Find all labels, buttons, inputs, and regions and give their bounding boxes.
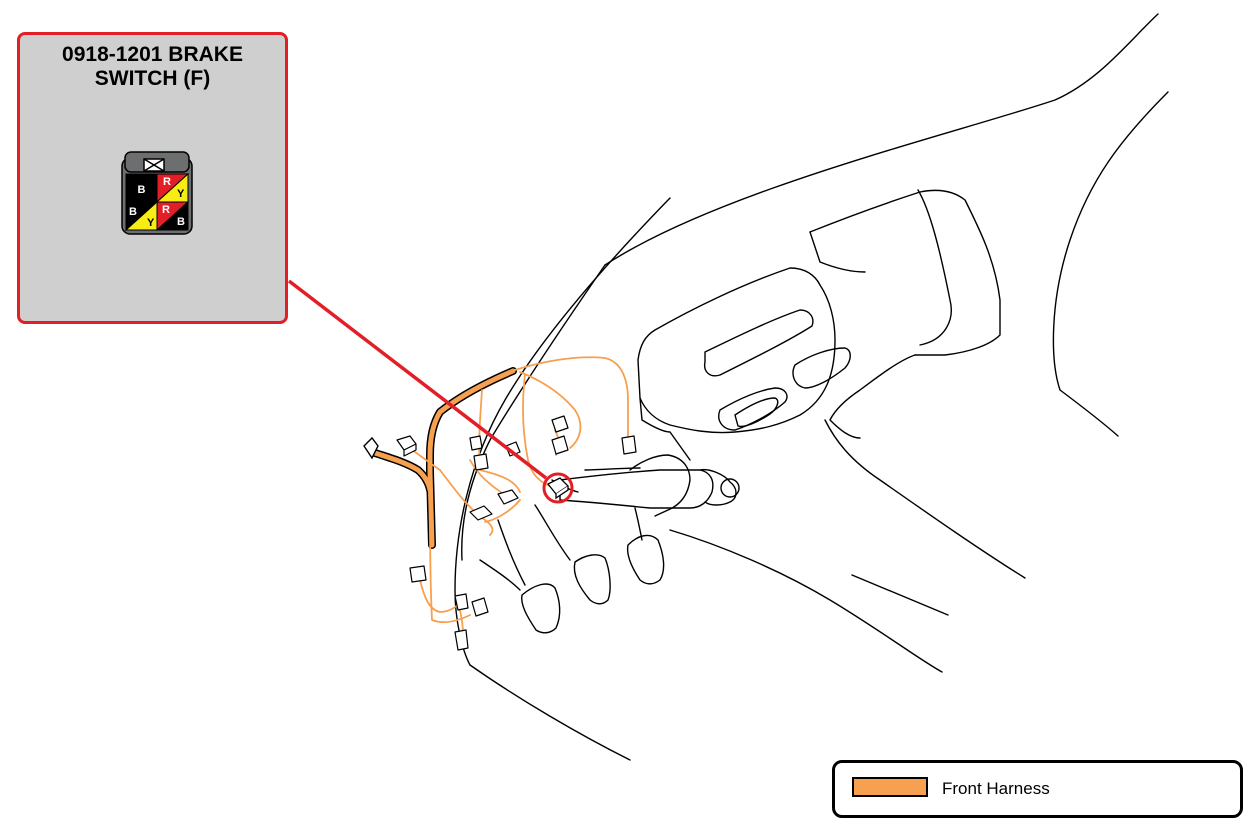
connector-3 (505, 441, 521, 457)
front-harness-label: Front Harness (942, 779, 1050, 798)
connector-pin-7 (155, 200, 189, 231)
dash-step (809, 231, 866, 273)
dash-base (824, 419, 1026, 579)
harness-branch (369, 449, 433, 493)
harness-wire-1 (514, 356, 629, 441)
dash-upper (809, 189, 1001, 356)
callout-title-line2: SWITCH (F) (94, 67, 211, 90)
connector-pin-label-2: R (163, 176, 171, 188)
connector-13 (454, 629, 469, 651)
brake-pedal-arm (534, 504, 571, 561)
callout-title-line1: 0918-1201 BRAKE (62, 43, 243, 66)
connector-pin-label-6: R (162, 204, 170, 216)
harness-wire-9 (479, 469, 521, 493)
connector-pin-label-5: Y (147, 217, 155, 229)
cluster-inner-1 (703, 309, 814, 377)
connector-6 (551, 435, 569, 455)
connector-2 (469, 435, 483, 451)
pedal-bracket (479, 559, 521, 591)
brake-switch-highlight (542, 472, 574, 504)
legend: Front Harness (832, 760, 1243, 818)
column-mount (629, 454, 691, 517)
steering-column (559, 469, 714, 509)
clutch-pedal-arm (497, 519, 526, 586)
harness-wire-2 (519, 371, 582, 449)
floor-line (851, 574, 949, 616)
connector-12 (471, 597, 489, 617)
harness-grommet (363, 436, 379, 460)
connector-pin-label-4: B (129, 206, 137, 218)
connector-7 (621, 435, 637, 455)
kick-panel-curve (461, 264, 606, 561)
accelerator-arm (634, 507, 643, 541)
front-harness-swatch (852, 777, 928, 797)
connector-11 (454, 593, 469, 611)
connector-4 (473, 453, 489, 471)
dash-edge (639, 397, 691, 461)
windshield-outline (604, 13, 1159, 266)
connector-pin-label-1: B (138, 184, 146, 196)
accelerator-pedal (626, 534, 665, 585)
harness-wire-6 (429, 504, 471, 623)
harness-wire-10 (484, 499, 521, 523)
column-knob (720, 478, 740, 498)
column-support (584, 467, 641, 471)
connector-pin-label-3: Y (177, 188, 185, 200)
cluster-housing (637, 267, 836, 434)
clutch-pedal (521, 583, 561, 634)
cluster-gauge (734, 397, 779, 428)
dash-lower (829, 354, 916, 439)
dash-lower-arc (669, 529, 943, 673)
connector-5 (551, 415, 569, 433)
cluster-inner-2 (718, 387, 788, 431)
steering-column-end (699, 468, 737, 506)
windshield-inner (1052, 91, 1169, 437)
kick-panel-edge (454, 197, 671, 761)
callout-leader-line (287, 279, 548, 480)
callout-title: 0918-1201 BRAKE SWITCH (F) (20, 43, 285, 91)
connector-1 (396, 435, 417, 457)
harness-trunk (427, 368, 516, 548)
connector-8 (497, 489, 519, 505)
brake-switch-connector (546, 477, 570, 500)
cluster-inner-3 (792, 347, 851, 389)
dash-block (917, 189, 952, 346)
harness-wire-5 (439, 469, 494, 536)
connector-10 (409, 565, 427, 583)
connector-pin-label-7: B (177, 216, 185, 228)
brake-pedal (573, 554, 611, 605)
connector-9 (469, 505, 493, 521)
